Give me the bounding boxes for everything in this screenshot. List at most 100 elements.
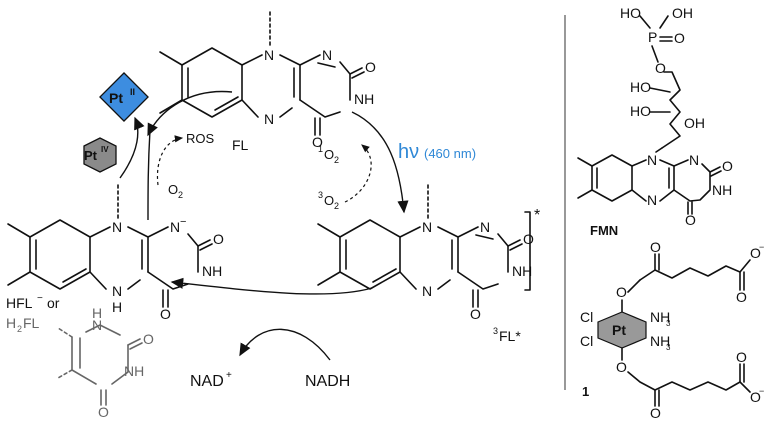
svg-text:O: O	[736, 349, 747, 365]
svg-text:P: P	[648, 29, 657, 45]
svg-text:O: O	[685, 212, 696, 228]
svg-text:−: −	[759, 386, 764, 396]
svg-text:O: O	[655, 60, 666, 76]
fl-label: FL	[232, 137, 249, 153]
n-minus: N	[170, 219, 180, 235]
pt-ii-diamond	[99, 72, 149, 122]
reduced-labels: HFL − or H 2 FL	[6, 293, 60, 334]
reduced-ring-a	[29, 219, 91, 290]
nad-plus-label: NAD	[190, 373, 224, 390]
svg-text:−: −	[759, 242, 764, 252]
nadh-arrow	[239, 328, 331, 361]
svg-text:−: −	[180, 216, 186, 228]
svg-text:O: O	[168, 182, 178, 197]
svg-text:3: 3	[666, 343, 671, 352]
svg-text:Cl: Cl	[580, 309, 593, 325]
fmn-label: FMN	[590, 223, 618, 238]
svg-text:or: or	[47, 295, 60, 311]
svg-text:O: O	[750, 389, 761, 405]
svg-text:O: O	[213, 231, 224, 247]
svg-text:II: II	[130, 87, 135, 97]
svg-text:O: O	[750, 245, 761, 261]
svg-text:3: 3	[493, 326, 498, 336]
fl-n1: N	[322, 47, 332, 63]
svg-text:2: 2	[334, 201, 339, 211]
svg-text:O: O	[722, 158, 733, 174]
svg-text:O: O	[324, 193, 334, 208]
svg-text:N: N	[647, 192, 657, 208]
svg-text:NH: NH	[124, 363, 144, 379]
svg-text:Pt: Pt	[109, 90, 123, 106]
light-label: hν	[398, 141, 419, 163]
svg-text:N: N	[647, 152, 657, 168]
svg-text:3: 3	[318, 190, 323, 200]
compound-1-structure: O O − O O Pt Cl Cl NH 3 NH 3 O O O − O 1	[580, 239, 764, 421]
fl-n3: NH	[354, 91, 374, 107]
nadh-label: NADH	[305, 373, 350, 390]
svg-text:+: +	[226, 370, 232, 381]
cycle-arrow-bottom	[170, 277, 373, 295]
svg-text:O: O	[324, 147, 334, 162]
cycle-arrow-top-left	[147, 90, 233, 137]
pt-iv-hexagon	[83, 137, 117, 173]
svg-text:HO: HO	[630, 103, 651, 119]
svg-text:N: N	[112, 283, 122, 299]
reduced-fl-structure: N N − N H O NH O	[7, 184, 224, 322]
h2fl-fragment: N H O NH O	[57, 305, 154, 420]
svg-text:O: O	[650, 239, 661, 255]
fl-ring-a	[181, 47, 243, 118]
pt-ii-badge: Pt II	[99, 72, 149, 122]
svg-text:−: −	[37, 293, 43, 304]
svg-text:N: N	[480, 219, 490, 235]
svg-text:FL: FL	[23, 315, 40, 331]
svg-text:HFL: HFL	[6, 295, 33, 311]
svg-text:H: H	[92, 305, 102, 321]
svg-text:NH: NH	[650, 309, 670, 325]
svg-text:NH: NH	[202, 263, 222, 279]
svg-text:NH: NH	[712, 182, 732, 198]
svg-text:Pt: Pt	[84, 148, 98, 163]
svg-text:3: 3	[666, 319, 671, 328]
svg-text:O: O	[650, 405, 661, 421]
cycle-left-up	[147, 129, 151, 221]
pt-iv-badge: Pt IV	[83, 137, 117, 173]
svg-text:O: O	[523, 231, 534, 247]
wavelength-label: (460 nm)	[424, 146, 476, 161]
svg-text:OH: OH	[684, 115, 705, 131]
pt-center	[597, 311, 647, 349]
fl-o2: O	[365, 59, 376, 75]
svg-text:N: N	[422, 283, 432, 299]
svg-text:Pt: Pt	[612, 322, 626, 338]
fl-n5: N	[264, 111, 274, 127]
ros-label: ROS	[186, 131, 215, 146]
cycle-arrow-right	[351, 111, 409, 214]
svg-text:NH: NH	[512, 263, 532, 279]
compound-1-label: 1	[582, 384, 589, 399]
svg-text:HO: HO	[630, 79, 651, 95]
svg-text:O: O	[143, 331, 154, 347]
ros-arrow	[156, 135, 184, 186]
svg-text:N: N	[422, 219, 432, 235]
svg-text:2: 2	[334, 155, 339, 165]
fmn-structure: HO OH P O O HO HO OH N N N O NH O FMN	[577, 5, 733, 238]
svg-text:NH: NH	[650, 333, 670, 349]
pt-reduction-arrow	[119, 116, 145, 179]
fl-n10: N	[264, 47, 274, 63]
svg-text:O: O	[674, 30, 685, 46]
svg-text:O: O	[470, 306, 481, 322]
svg-text:H: H	[112, 299, 122, 315]
svg-text:1: 1	[318, 144, 323, 154]
singlet-oxygen-arrow	[344, 144, 372, 203]
svg-text:N: N	[689, 152, 699, 168]
svg-text:OH: OH	[672, 5, 693, 21]
svg-text:H: H	[6, 315, 16, 331]
bracket	[524, 211, 531, 291]
svg-text:IV: IV	[101, 145, 109, 154]
svg-text:N: N	[92, 317, 102, 333]
fl-o4: O	[312, 134, 323, 150]
triplet-star: *	[534, 207, 540, 224]
triplet-fl-structure: N N N O NH O * 3 FL*	[317, 184, 540, 344]
svg-text:O: O	[616, 284, 627, 300]
